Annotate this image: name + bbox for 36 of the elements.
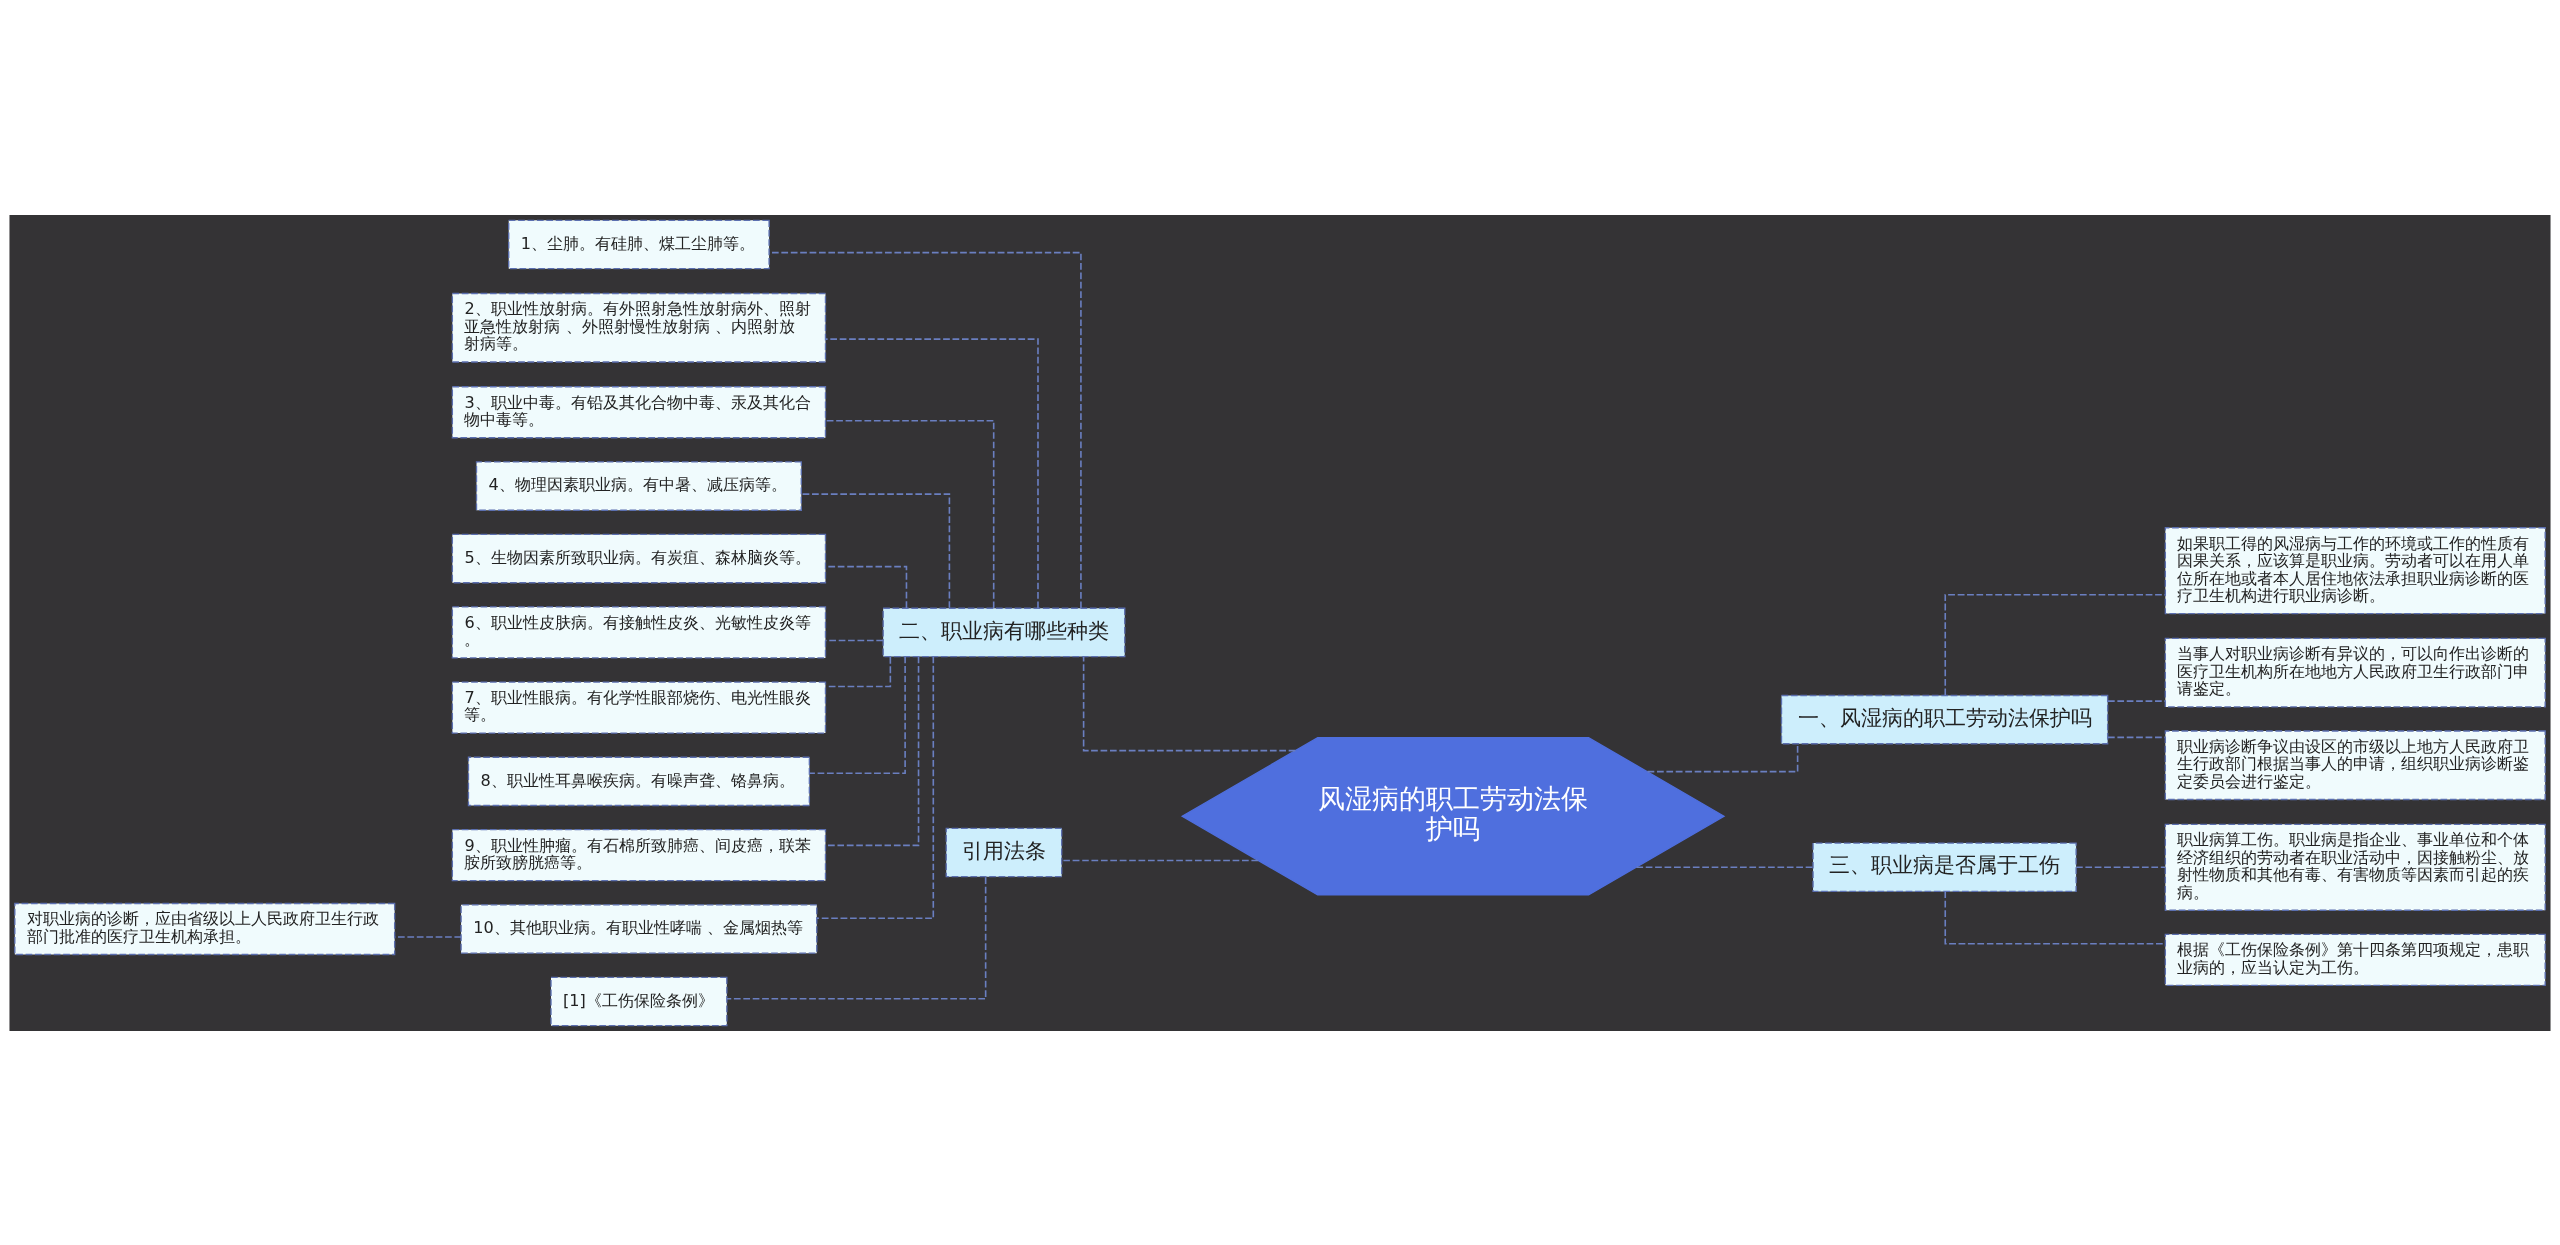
connector: [825, 565, 908, 609]
node-box: 一、风湿病的职工劳动法保护吗: [1780, 694, 2109, 744]
connector: [824, 419, 995, 609]
connector: [2107, 736, 2167, 738]
node-box: 根据《工伤保险条例》第十四条第四项规定，患职业病的，应当认定为工伤。: [2164, 933, 2546, 986]
connector: [816, 655, 935, 919]
node-box: 4、物理因素职业病。有中暑、减压病等。: [475, 460, 802, 511]
connector: [726, 876, 987, 1000]
node-box: 1、尘肺。有硅肺、煤工尘肺等。: [508, 219, 770, 269]
connector: [1635, 865, 1814, 868]
node-box: 6、职业性皮肤病。有接触性皮炎、光敏性皮炎等。: [451, 605, 827, 659]
node-box: 引用法条: [945, 827, 1063, 877]
connector: [1082, 655, 1297, 751]
connector: [824, 337, 1039, 609]
node-box: 10、其他职业病。有职业性哮喘 、金属烟热等: [460, 903, 818, 954]
node-box: 职业病算工伤。职业病是指企业、事业单位和个体经济组织的劳动者在职业活动中，因接触粉尘、放射性物质和其他有毒、有害物质等因素而引起的疾病。: [2164, 823, 2546, 911]
node-box: 8、职业性耳鼻喉疾病。有噪声聋、铬鼻病。: [467, 756, 811, 806]
node-box: 7、职业性眼病。有化学性眼部烧伤、电光性眼炎等。: [451, 680, 827, 734]
node-box: [1]《工伤保险条例》: [550, 976, 728, 1026]
node-box: 三、职业病是否属于工伤: [1812, 841, 2077, 892]
node-box: 3、职业中毒。有铅及其化合物中毒、汞及其化合物中毒等。: [451, 385, 827, 438]
node-box: 对职业病的诊断，应由省级以上人民政府卫生行政部门批准的医疗卫生机构承担。: [14, 902, 396, 955]
node-box: 9、职业性肿瘤。有石棉所致肺癌、间皮癌，联苯胺所致膀胱癌等。: [451, 828, 827, 881]
node-box: 二、职业病有哪些种类: [882, 607, 1126, 657]
connector: [825, 655, 920, 846]
connector: [1061, 859, 1259, 861]
node-box: 2、职业性放射病。有外照射急性放射病外、照射亚急性放射病 、外照射慢性放射病 、内照射放射病等。: [451, 292, 827, 363]
node-box: 职业病诊断争议由设区的市级以上地方人民政府卫生行政部门根据当事人的申请，组织职业病诊断鉴定委员会进行鉴定。: [2164, 729, 2546, 800]
connector: [824, 639, 884, 641]
connector: [808, 655, 906, 774]
node-box: 当事人对职业病诊断有异议的，可以向作出诊断的医疗卫生机构所在地地方人民政府卫生行政部门申请鉴定。: [2164, 637, 2546, 708]
connector: [2075, 865, 2167, 868]
node-box: 如果职工得的风湿病与工作的环境或工作的性质有因果关系，应该算是职业病。劳动者可以在用人单位所在地或者本人居住地依法承担职业病诊断的医疗卫生机构进行职业病诊断。: [2164, 526, 2546, 614]
connector: [2107, 699, 2167, 702]
connector: [800, 492, 951, 608]
node-box: 5、生物因素所致职业病。有炭疽、森林脑炎等。: [451, 533, 827, 583]
